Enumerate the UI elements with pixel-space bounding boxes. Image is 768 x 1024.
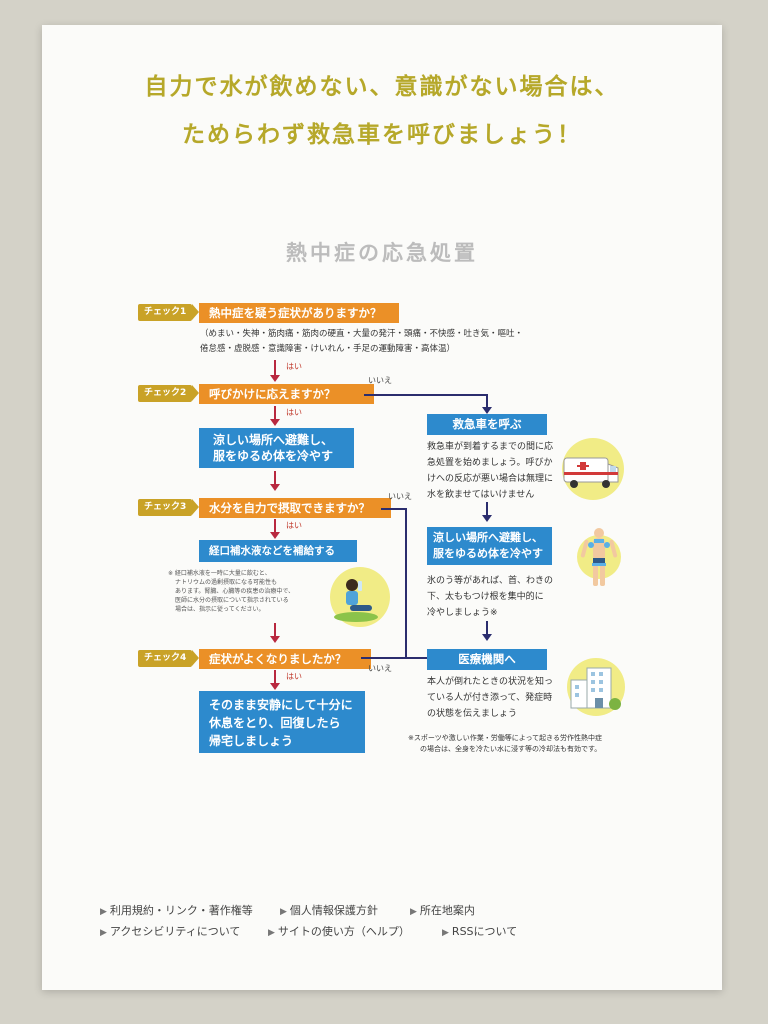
footer-link-rss-label: RSSについて xyxy=(451,925,518,938)
check-1-question: 熱中症を疑う症状がありますか？ xyxy=(199,303,399,323)
footer-link-location[interactable]: ▶所在地案内 xyxy=(410,902,475,918)
no-line-3 xyxy=(381,508,407,510)
ambulance-title-box: 救急車を呼ぶ xyxy=(427,414,547,435)
yes-label-3: はい xyxy=(286,521,302,530)
arrow-to-cool-right xyxy=(482,502,492,522)
hydrate-note-4: 医師に水分の摂取について指示されている xyxy=(175,597,289,604)
check-3-question: 水分を自力で摂取できますか？ xyxy=(199,498,391,518)
no-label-4: いいえ xyxy=(368,664,392,673)
arrow-to-check-3 xyxy=(270,471,280,491)
symptoms-line-2: 倦怠感・虚脱感・意識障害・けいれん・手足の運動障害・高体温） xyxy=(200,344,456,354)
triangle-bullet-icon: ▶ xyxy=(280,907,287,917)
hydrate-box: 経口補水液などを補給する xyxy=(199,540,357,562)
footer-link-rss[interactable]: ▶RSSについて xyxy=(442,923,517,939)
triangle-bullet-icon: ▶ xyxy=(100,907,107,917)
hydrate-note-3: あります。腎臓、心臓等の疾患の治療中で、 xyxy=(175,588,295,595)
arrow-to-check-4 xyxy=(270,623,280,643)
ambulance-text-4: 水を飲ませてはいけません xyxy=(427,490,535,500)
check-4-question: 症状がよくなりましたか？ xyxy=(199,649,371,669)
check-1-tag: チェック1 xyxy=(138,304,200,321)
triangle-bullet-icon: ▶ xyxy=(100,928,107,938)
footer-link-help-label: サイトの使い方（ヘルプ） xyxy=(277,925,410,938)
no-arrow-2 xyxy=(482,394,492,414)
yes-label-1: はい xyxy=(286,362,302,371)
no-line-2 xyxy=(364,394,488,396)
footnote-line-2: の場合は、全身を冷たい水に浸す等の冷却法も有効です。 xyxy=(420,745,602,753)
rest-line-2: 休息をとり、回復したら xyxy=(209,716,341,730)
headline-line-1: 自力で水が飲めない、意識がない場合は、 xyxy=(144,74,620,100)
yes-arrow-1 xyxy=(270,360,280,382)
yes-arrow-2 xyxy=(270,406,280,426)
no-line-4 xyxy=(361,657,433,659)
hospital-text-3: の状態を伝えましょう xyxy=(427,709,518,719)
drinking-person-illustration xyxy=(330,567,390,627)
no-label-3: いいえ xyxy=(388,492,412,501)
footer-link-help[interactable]: ▶サイトの使い方（ヘルプ） xyxy=(268,923,410,939)
rest-line-3: 帰宅しましょう xyxy=(209,734,294,748)
cool-right-line-2: 服をゆるめ体を冷やす xyxy=(433,547,543,560)
yes-label-2: はい xyxy=(286,408,302,417)
headline-line-2: ためらわず救急車を呼びましょう！ xyxy=(182,122,582,148)
hydrate-note-1: ※ 経口補水液を一時に大量に飲むと、 xyxy=(168,570,271,577)
arrow-to-hospital xyxy=(482,621,492,641)
cool-down-line-2: 服をゆるめ体を冷やす xyxy=(213,449,334,463)
symptoms-line-1: （めまい・失神・筋肉痛・筋肉の硬直・大量の発汗・頭痛・不快感・吐き気・嘔吐・ xyxy=(200,329,524,339)
hospital-text-2: ている人が付き添って、発症時 xyxy=(427,693,553,703)
footer-link-terms-label: 利用規約・リンク・著作権等 xyxy=(109,904,253,917)
ambulance-text-2: 急処置を始めましょう。呼びか xyxy=(427,458,553,468)
ambulance-illustration xyxy=(562,438,624,500)
cool-right-line-1: 涼しい場所へ避難し、 xyxy=(433,531,543,544)
footer-link-terms[interactable]: ▶利用規約・リンク・著作権等 xyxy=(100,902,253,918)
hydrate-note-5: 場合は、指示に従ってください。 xyxy=(175,606,265,613)
footer-link-accessibility-label: アクセシビリティについて xyxy=(109,925,241,938)
check-4-tag: チェック4 xyxy=(138,650,200,667)
ambulance-text-1: 救急車が到着するまでの間に応 xyxy=(427,442,554,452)
cool-down-line-1: 涼しい場所へ避難し、 xyxy=(213,433,334,447)
cool-down-box: 涼しい場所へ避難し、 服をゆるめ体を冷やす xyxy=(199,428,354,468)
yes-label-4: はい xyxy=(286,672,302,681)
hospital-text-1: 本人が倒れたときの状況を知っ xyxy=(427,677,554,687)
hydrate-note-2: ナトリウムの過剰摂取になる可能性も xyxy=(175,579,278,586)
check-2-question: 呼びかけに応えますか？ xyxy=(199,384,374,404)
triangle-bullet-icon: ▶ xyxy=(410,907,417,917)
triangle-bullet-icon: ▶ xyxy=(442,928,449,938)
check-3-tag: チェック3 xyxy=(138,499,200,516)
footer-link-accessibility[interactable]: ▶アクセシビリティについて xyxy=(100,923,240,939)
rest-line-1: そのまま安静にして十分に xyxy=(209,698,353,712)
cool-right-text-1: 氷のう等があれば、首、わきの xyxy=(427,576,554,586)
footer-link-privacy[interactable]: ▶個人情報保護方針 xyxy=(280,902,378,918)
hospital-title-box: 医療機関へ xyxy=(427,649,547,670)
section-title: 熱中症の応急処置 xyxy=(286,241,478,265)
check-2-tag: チェック2 xyxy=(138,385,200,402)
hospital-illustration xyxy=(567,658,625,716)
yes-arrow-4 xyxy=(270,670,280,690)
footer-link-location-label: 所在地案内 xyxy=(419,904,475,917)
footnote-line-1: ※スポーツや激しい作業・労働等によって起きる労作性熱中症 xyxy=(408,734,603,742)
cool-right-text-2: 下、太ももつけ根を集中的に xyxy=(427,592,544,602)
poster-sheet: 自力で水が飲めない、意識がない場合は、 ためらわず救急車を呼びましょう！ 熱中症… xyxy=(42,25,722,990)
cool-right-box: 涼しい場所へ避難し、 服をゆるめ体を冷やす xyxy=(427,527,552,565)
no-label-2: いいえ xyxy=(368,376,392,385)
cool-right-text-3: 冷やしましょう※ xyxy=(427,608,498,618)
yes-arrow-3 xyxy=(270,519,280,539)
body-cooling-illustration xyxy=(577,528,621,586)
triangle-bullet-icon: ▶ xyxy=(268,928,275,938)
no-vertical-line xyxy=(405,508,407,657)
footer-link-privacy-label: 個人情報保護方針 xyxy=(289,904,378,917)
rest-box: そのまま安静にして十分に 休息をとり、回復したら 帰宅しましょう xyxy=(199,691,365,753)
ambulance-text-3: けへの反応が悪い場合は無理に xyxy=(427,474,554,484)
